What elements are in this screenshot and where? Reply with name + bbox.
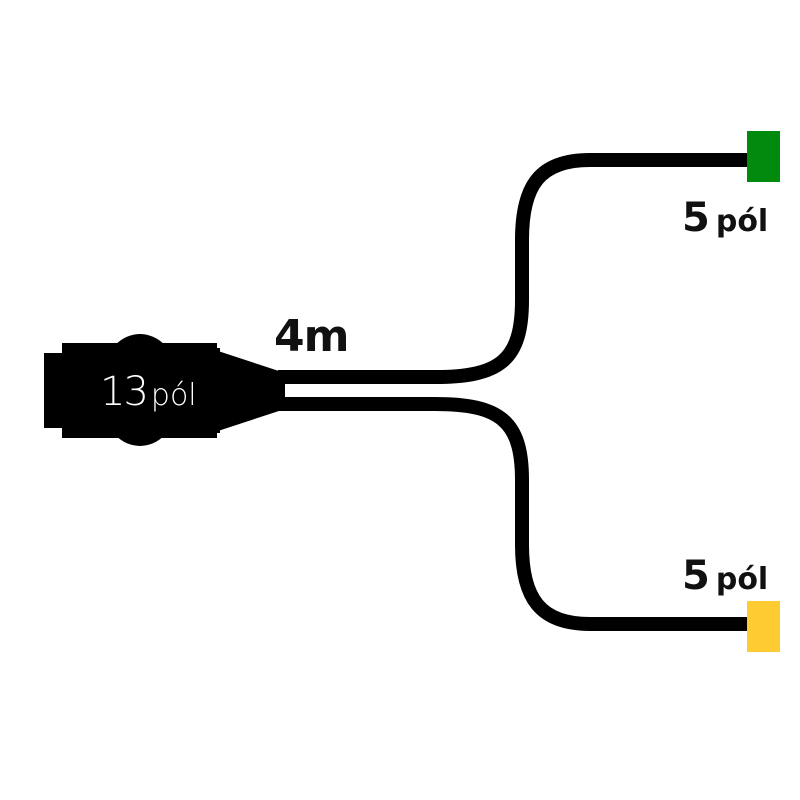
connector-bottom-yellow (747, 601, 780, 652)
connector-sleeve (170, 348, 220, 433)
connector-top-green (747, 131, 780, 182)
connector-round-housing (98, 334, 182, 446)
bottom-branch-unit: pól (715, 562, 769, 597)
main-connector-pins: 13 (100, 369, 149, 415)
connector-rear-flange (44, 353, 66, 428)
main-connector-unit: pól (150, 378, 197, 413)
cable-bottom-branch (278, 397, 750, 631)
top-branch-pins: 5 (682, 195, 710, 241)
cable-top-branch (278, 153, 750, 384)
connector-taper (215, 350, 285, 432)
top-branch-unit: pól (715, 204, 769, 239)
bottom-branch-pins: 5 (682, 553, 710, 599)
main-connector (44, 334, 285, 446)
cable-length-label: 4m (274, 311, 349, 362)
